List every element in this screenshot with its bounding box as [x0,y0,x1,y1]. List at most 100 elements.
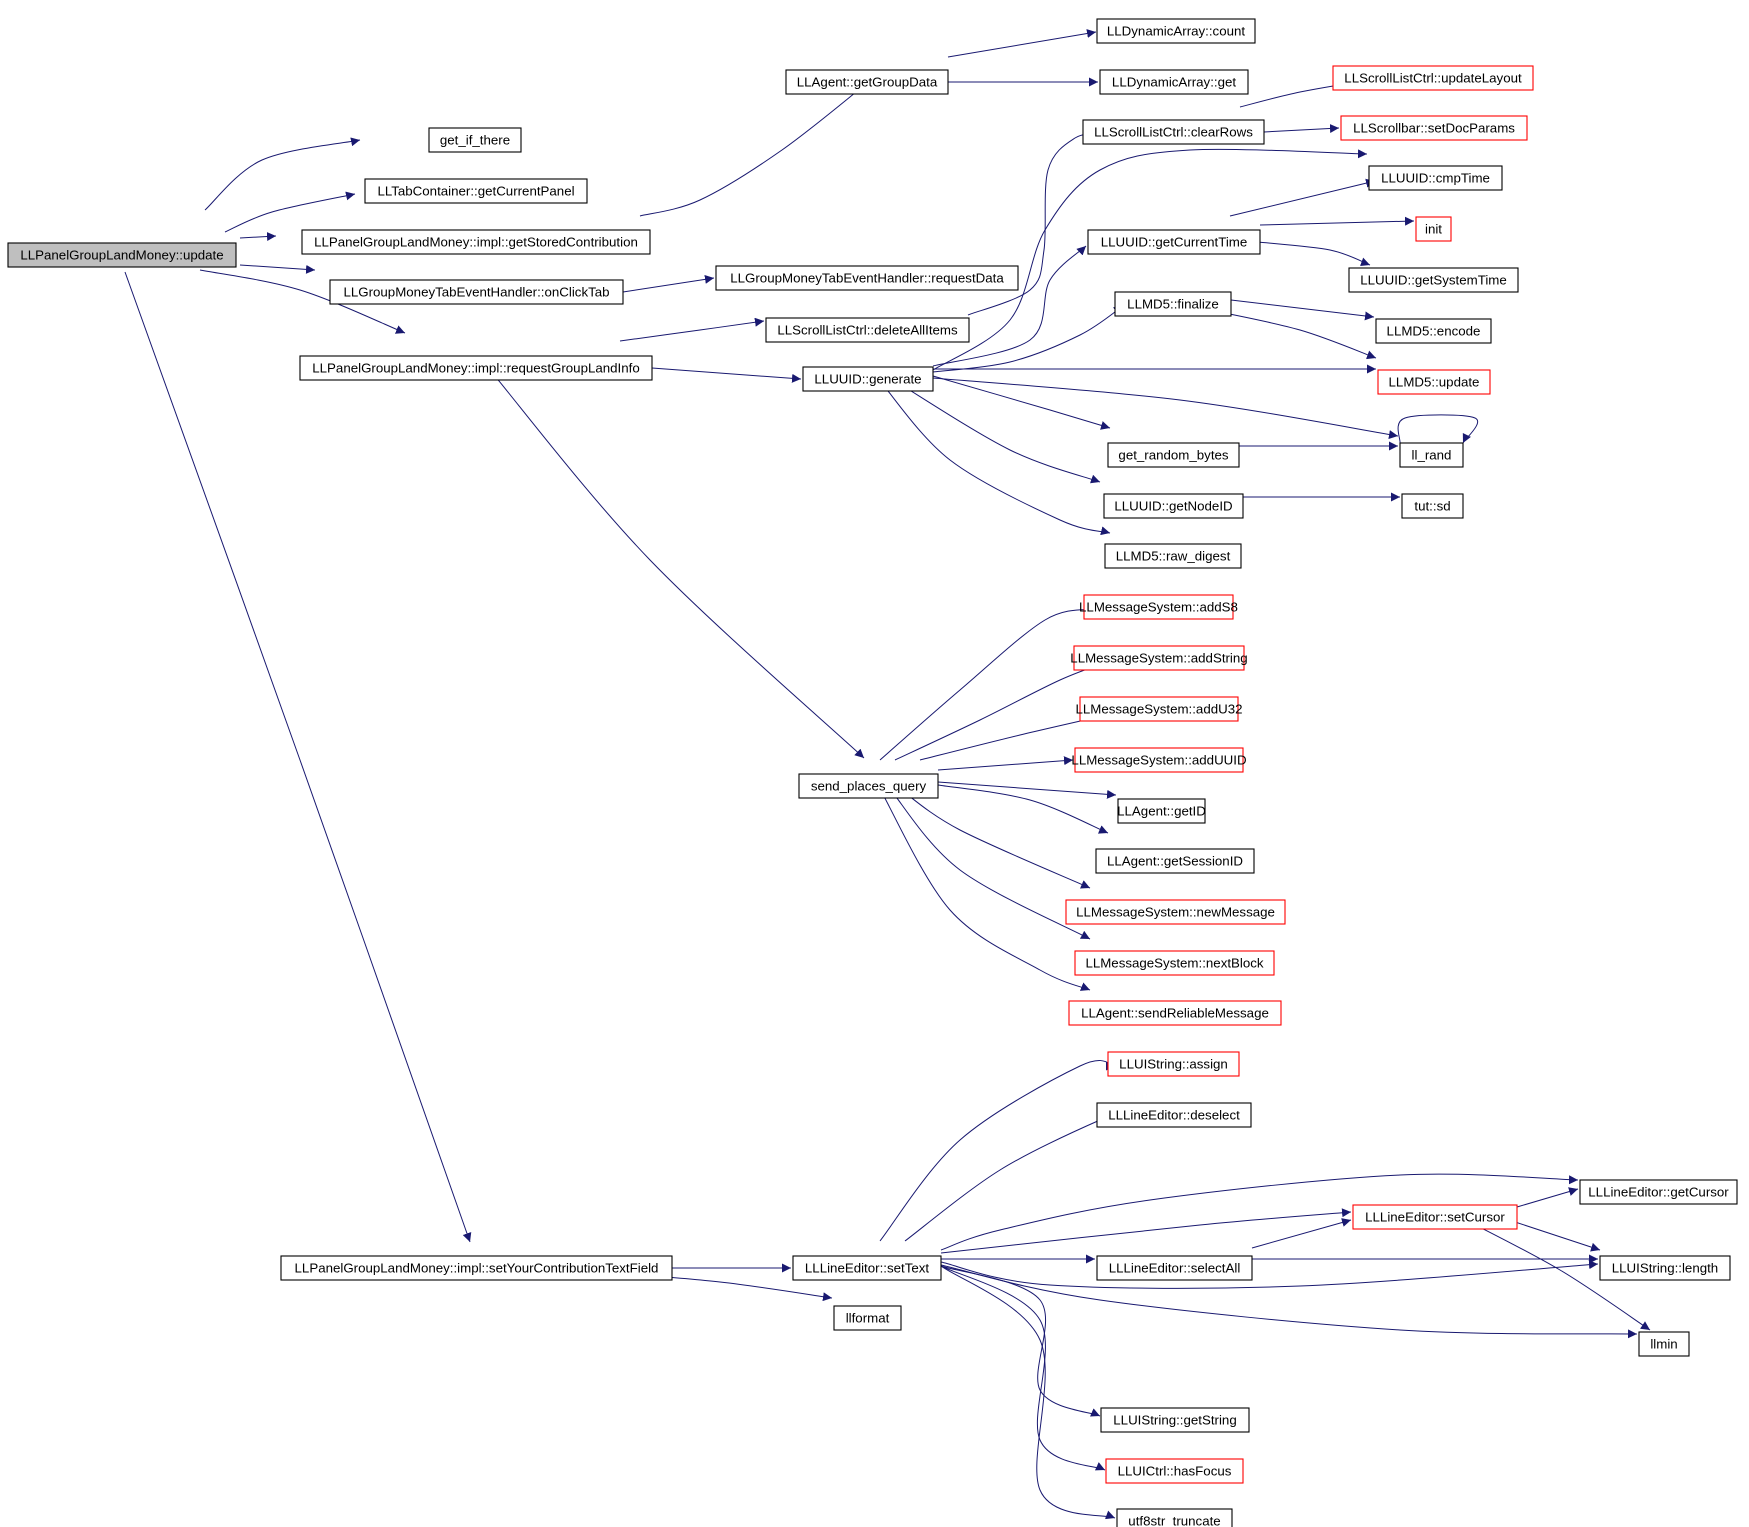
node-label: utf8str_truncate [1128,1514,1220,1527]
call-edge [622,274,715,293]
function-node[interactable]: llmin [1638,1331,1690,1357]
node-box [1332,65,1534,91]
function-node[interactable]: get_if_there [428,127,522,153]
function-node[interactable]: LLUUID::generate [802,366,934,392]
function-node[interactable]: LLLineEditor::getCursor [1579,1179,1738,1205]
function-node[interactable]: utf8str_truncate [1116,1508,1233,1527]
node-label: LLMD5::finalize [1127,297,1219,312]
function-node[interactable]: LLDynamicArray::count [1096,18,1256,44]
function-node[interactable]: LLUUID::getCurrentTime [1087,229,1261,255]
function-node[interactable]: LLLineEditor::selectAll [1096,1255,1253,1281]
node-box [1368,165,1503,191]
function-node[interactable]: LLAgent::getGroupData [785,69,949,95]
function-node[interactable]: init [1415,216,1452,242]
function-node[interactable]: get_random_bytes [1107,442,1240,468]
function-node[interactable]: send_places_query [798,773,939,799]
node-layer: LLPanelGroupLandMoney::update get_if_ther… [7,18,1738,1527]
function-node[interactable]: LLTabContainer::getCurrentPanel [364,178,588,204]
function-node[interactable]: LLScrollListCtrl::updateLayout [1332,65,1534,91]
node-box [1096,1255,1253,1281]
node-label: llformat [846,1311,890,1326]
call-edge [937,781,1117,799]
function-node[interactable]: LLUUID::getSystemTime [1348,267,1519,293]
node-box [1415,216,1452,242]
function-node[interactable]: llformat [833,1305,902,1331]
function-node[interactable]: LLLineEditor::setCursor [1352,1204,1518,1230]
node-label: LLAgent::getGroupData [797,75,938,90]
node-label: LLScrollListCtrl::deleteAllItems [777,323,958,338]
node-box [1074,950,1275,976]
call-edge [1257,241,1371,267]
function-node[interactable]: LLUIString::length [1599,1255,1731,1281]
function-node[interactable]: LLScrollListCtrl::clearRows [1082,119,1265,145]
function-node[interactable]: LLScrollbar::setDocParams [1340,115,1528,141]
node-box [1117,798,1206,824]
node-label: LLScrollListCtrl::updateLayout [1344,71,1522,86]
call-edge [1209,309,1377,360]
call-edge [889,788,1091,940]
function-node[interactable]: LLDynamicArray::get [1099,69,1249,95]
function-node[interactable]: LLScrollListCtrl::deleteAllItems [765,317,970,343]
node-box [802,366,934,392]
function-node[interactable]: LLMessageSystem::addU32 [1075,696,1243,722]
function-node[interactable]: ll_rand [1399,442,1464,468]
call-edge [940,1265,1101,1417]
node-box [1079,696,1239,722]
function-node[interactable]: LLMessageSystem::nextBlock [1074,950,1275,976]
node-label: LLMD5::encode [1387,324,1481,339]
function-node[interactable]: LLUIString::assign [1107,1051,1240,1077]
call-edge [224,191,356,233]
function-node[interactable]: LLMessageSystem::addUUID [1071,747,1247,773]
node-label: LLUUID::generate [814,372,921,387]
function-node[interactable]: LLUICtrl::hasFocus [1105,1458,1244,1484]
node-box [715,265,1019,291]
call-edge [879,788,1091,991]
node-box [301,229,651,255]
node-box [428,127,522,153]
function-node[interactable]: LLMD5::encode [1375,318,1492,344]
function-node[interactable]: LLGroupMoneyTabEventHandler::onClickTab [329,279,624,305]
node-box [1074,747,1244,773]
node-box [1068,1000,1282,1026]
node-label: LLUUID::getNodeID [1114,499,1232,514]
function-node[interactable]: LLGroupMoneyTabEventHandler::requestData [715,265,1019,291]
function-node[interactable]: LLPanelGroupLandMoney::impl::getStoredCo… [301,229,651,255]
node-label: LLDynamicArray::count [1107,24,1246,39]
node-label: LLMD5::raw_digest [1116,549,1231,564]
call-edge [940,1173,1579,1251]
call-edge [879,380,1111,536]
node-label: llmin [1650,1337,1677,1352]
function-node[interactable]: LLPanelGroupLandMoney::impl::requestGrou… [299,355,653,381]
call-edge [940,1265,1116,1520]
function-node[interactable]: LLLineEditor::deselect [1096,1102,1252,1128]
call-edge [124,271,472,1243]
call-edge [199,269,406,334]
function-node[interactable]: tut::sd [1401,493,1464,519]
function-node[interactable]: LLLineEditor::setText [792,1255,942,1281]
function-node[interactable]: LLUIString::getString [1100,1407,1250,1433]
function-node[interactable]: LLMessageSystem::addS8 [1079,594,1238,620]
call-edge [1259,216,1415,226]
function-node[interactable]: LLUUID::getNodeID [1103,493,1244,519]
node-label: LLMessageSystem::addString [1070,651,1247,666]
node-box [1073,645,1245,671]
function-node[interactable]: LLPanelGroupLandMoney::impl::setYourCont… [280,1255,673,1281]
function-node[interactable]: LLAgent::getID [1117,798,1206,824]
call-edge [1263,123,1340,133]
function-node[interactable]: LLAgent::sendReliableMessage [1068,1000,1282,1026]
call-edge [239,264,316,274]
function-node[interactable]: LLAgent::getSessionID [1095,848,1255,874]
function-node[interactable]: LLMD5::update [1377,369,1491,395]
function-node[interactable]: LLMessageSystem::addString [1070,645,1248,671]
function-node[interactable]: LLMD5::finalize [1114,291,1232,317]
call-edge [932,375,1111,430]
node-label: tut::sd [1414,499,1450,514]
function-node[interactable]: LLMessageSystem::newMessage [1065,899,1286,925]
function-node[interactable]: LLMD5::raw_digest [1104,543,1242,569]
node-label: LLAgent::sendReliableMessage [1081,1006,1269,1021]
function-node[interactable]: LLPanelGroupLandMoney::update [7,242,237,268]
node-box [1107,1051,1240,1077]
node-label: LLUICtrl::hasFocus [1118,1464,1232,1479]
function-node[interactable]: LLUUID::cmpTime [1368,165,1503,191]
